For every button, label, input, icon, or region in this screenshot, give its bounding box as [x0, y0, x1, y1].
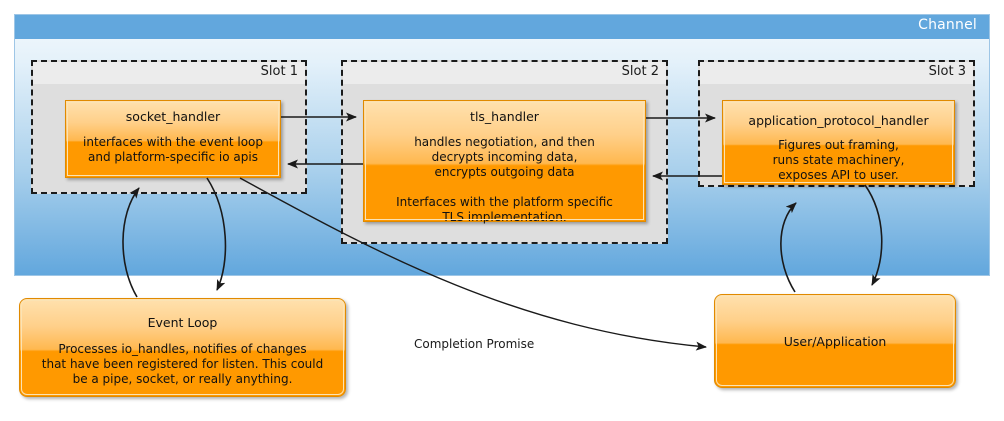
node-event-loop[interactable]: Event Loop Processes io_handles, notifie…	[19, 298, 346, 397]
slot-2-header-band	[343, 62, 666, 84]
node-application-protocol-handler-title: application_protocol_handler	[748, 113, 929, 128]
slot-1-header-band	[33, 62, 305, 84]
node-event-loop-title: Event Loop	[147, 315, 218, 330]
node-tls-handler-title: tls_handler	[470, 109, 539, 124]
node-event-loop-body: Processes io_handles, notifies of change…	[41, 342, 324, 386]
slot-3-header-band	[700, 62, 973, 84]
node-tls-handler[interactable]: tls_handler handles negotiation, and the…	[363, 100, 646, 224]
edge-label-completion-promise: Completion Promise	[414, 337, 535, 351]
channel-title: Channel	[918, 17, 977, 33]
slot-2-title: Slot 2	[621, 64, 659, 79]
channel-header-bar	[15, 15, 989, 39]
node-socket-handler-body: interfaces with the event loop and platf…	[83, 135, 263, 164]
node-user-application[interactable]: User/Application	[714, 294, 956, 388]
slot-3-title: Slot 3	[928, 64, 966, 79]
slot-1-title: Slot 1	[260, 64, 298, 79]
node-socket-handler-title: socket_handler	[125, 109, 221, 124]
node-socket-handler[interactable]: socket_handler interfaces with the event…	[65, 100, 281, 178]
node-application-protocol-handler-body: Figures out framing, runs state machiner…	[772, 138, 905, 182]
node-tls-handler-body: handles negotiation, and then decrypts i…	[396, 135, 613, 224]
node-application-protocol-handler[interactable]: application_protocol_handler Figures out…	[722, 100, 955, 185]
node-user-application-title: User/Application	[783, 333, 887, 349]
